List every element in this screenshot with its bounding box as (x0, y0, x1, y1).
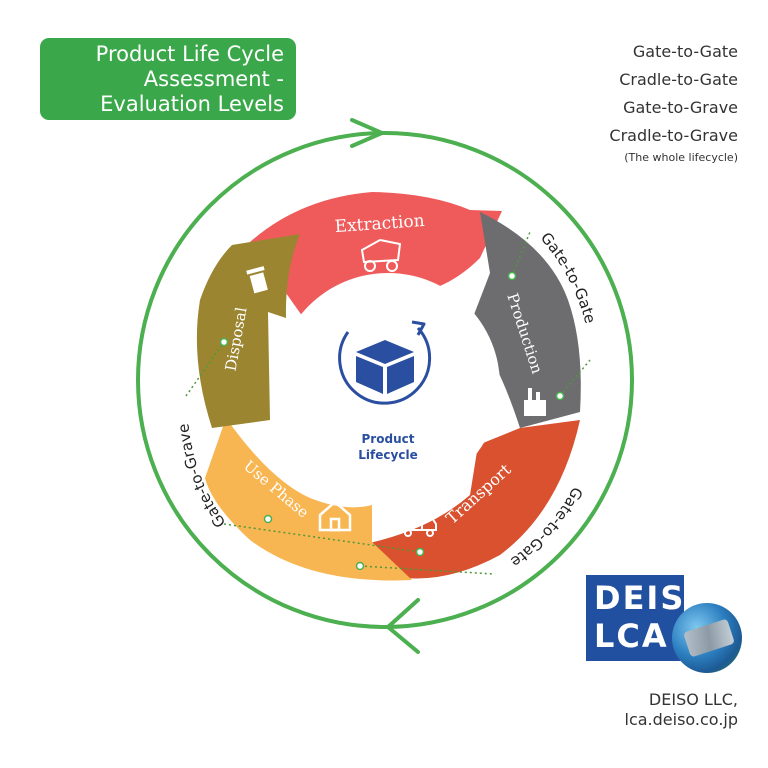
delivery-truck-icon (401, 513, 437, 537)
logo-box: DEISO LCA (586, 575, 713, 661)
logo-text-2: LCA (594, 617, 669, 655)
outer-ring (136, 131, 634, 629)
factory-icon (524, 388, 546, 416)
level-cradle-to-grave: Cradle-to-Grave (609, 126, 738, 145)
house-icon (318, 500, 352, 532)
title-line-2: Assessment - (143, 67, 284, 91)
center-label-2: Lifecycle (358, 448, 417, 462)
segment-transport (365, 420, 580, 579)
level-gate-to-grave: Gate-to-Grave (623, 98, 738, 117)
center-label-1: Product (362, 432, 415, 446)
product-box-icon (338, 320, 432, 405)
segment-use-phase (205, 418, 412, 581)
title-line-1: Product Life Cycle (95, 42, 284, 66)
level-gate-to-gate: Gate-to-Gate (632, 42, 738, 61)
ring-arrow-top-icon (350, 118, 384, 148)
dump-truck-icon (360, 238, 402, 272)
title-line-3: Evaluation Levels (100, 92, 284, 116)
credit-line-2: lca.deiso.co.jp (624, 710, 739, 729)
span-dotted-lines (185, 231, 591, 575)
ring-arrow-bottom-icon (386, 598, 420, 654)
trash-bin-icon (246, 266, 268, 294)
level-note: (The whole lifecycle) (624, 151, 738, 164)
level-cradle-to-gate: Cradle-to-Gate (619, 70, 738, 89)
title-box: Product Life Cycle Assessment - Evaluati… (40, 38, 296, 120)
segment-extraction (250, 192, 502, 320)
globe-icon (672, 603, 742, 673)
levels-list: Gate-to-Gate Cradle-to-Gate Gate-to-Grav… (609, 38, 738, 166)
credit: DEISO LLC, lca.deiso.co.jp (625, 690, 739, 730)
segment-disposal (196, 234, 300, 428)
deiso-lca-logo: DEISO LCA (586, 575, 744, 679)
span-dots (219, 271, 565, 571)
credit-line-1: DEISO LLC, (648, 690, 738, 709)
segment-production (470, 212, 581, 428)
